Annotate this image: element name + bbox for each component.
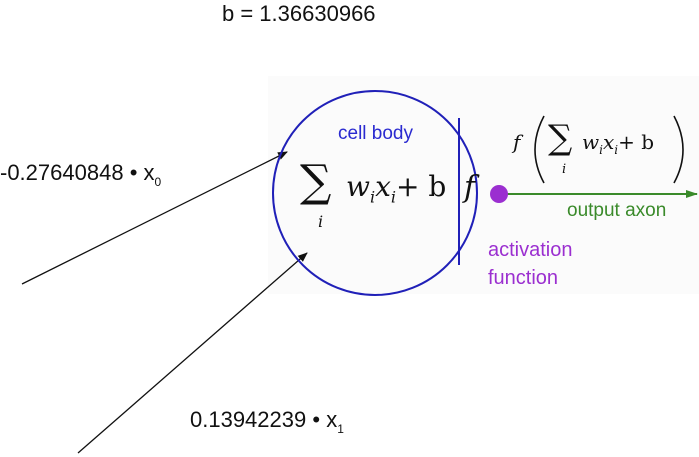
output-axon-label: output axon bbox=[567, 200, 667, 221]
input-0-arrow bbox=[21, 151, 288, 285]
sum-x-sub: i bbox=[390, 187, 397, 207]
input-0-weight: -0.27640848 bbox=[0, 160, 124, 185]
activation-f-symbol: f bbox=[464, 170, 476, 205]
output-plus-b: + b bbox=[618, 130, 655, 154]
output-f: f bbox=[513, 130, 521, 154]
input-1-index: 1 bbox=[337, 422, 344, 436]
sum-plus-b: + b bbox=[396, 170, 447, 203]
output-sum-index: i bbox=[562, 162, 567, 177]
output-sum-expression: wixi+ b bbox=[582, 130, 654, 157]
sum-index: i bbox=[318, 212, 324, 231]
output-w-sub: i bbox=[599, 143, 603, 157]
output-x-sub: i bbox=[614, 143, 619, 157]
sum-x: x bbox=[375, 170, 391, 203]
multiply-dot: • bbox=[312, 407, 327, 432]
activation-dot bbox=[490, 185, 508, 203]
output-formula-right-paren bbox=[673, 115, 684, 184]
input-0-var: x bbox=[143, 160, 155, 185]
activation-function-label: activation function bbox=[488, 236, 573, 292]
cell-body-circle bbox=[272, 90, 478, 296]
input-1-arrow bbox=[77, 252, 308, 454]
input-1-var: x bbox=[326, 407, 338, 432]
sum-expression: wixi+ b bbox=[346, 170, 446, 207]
input-0-index: 0 bbox=[154, 175, 162, 189]
input-1-weight: 0.13942239 bbox=[190, 407, 307, 432]
activation-label-line1: activation bbox=[488, 239, 573, 261]
multiply-dot: • bbox=[129, 160, 144, 185]
output-x: x bbox=[602, 130, 615, 154]
input-1-label: 0.13942239 • x1 bbox=[190, 407, 344, 436]
sum-symbol: ∑ bbox=[300, 156, 332, 207]
output-formula-left-paren bbox=[534, 115, 545, 184]
diagram-background bbox=[268, 76, 699, 294]
bias-label: b = 1.36630966 bbox=[222, 1, 376, 26]
input-0-label: -0.27640848 • x0 bbox=[0, 160, 162, 189]
sum-w: w bbox=[346, 170, 370, 203]
cell-body-label: cell body bbox=[338, 123, 413, 144]
sum-w-sub: i bbox=[369, 187, 376, 207]
output-w: w bbox=[582, 130, 600, 154]
output-sum-symbol: ∑ bbox=[548, 118, 573, 158]
activation-label-line2: function bbox=[488, 267, 559, 289]
